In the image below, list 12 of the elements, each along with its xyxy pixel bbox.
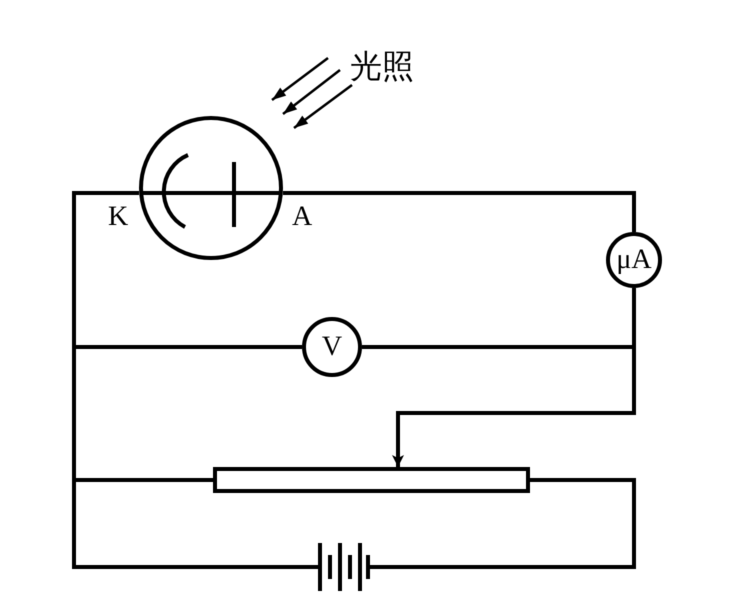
phototube-symbol xyxy=(139,116,283,260)
terminal-label: A xyxy=(292,203,312,231)
light-label: 光照 xyxy=(350,50,414,82)
battery-symbol xyxy=(318,543,370,591)
terminal-label: K xyxy=(108,203,128,231)
wire xyxy=(283,191,636,232)
voltmeter-symbol: V xyxy=(302,317,362,377)
ammeter-symbol: μA xyxy=(606,232,662,288)
rheostat-symbol xyxy=(213,467,530,493)
slider-wire xyxy=(392,288,636,467)
wire xyxy=(370,478,636,569)
wire xyxy=(72,191,318,569)
